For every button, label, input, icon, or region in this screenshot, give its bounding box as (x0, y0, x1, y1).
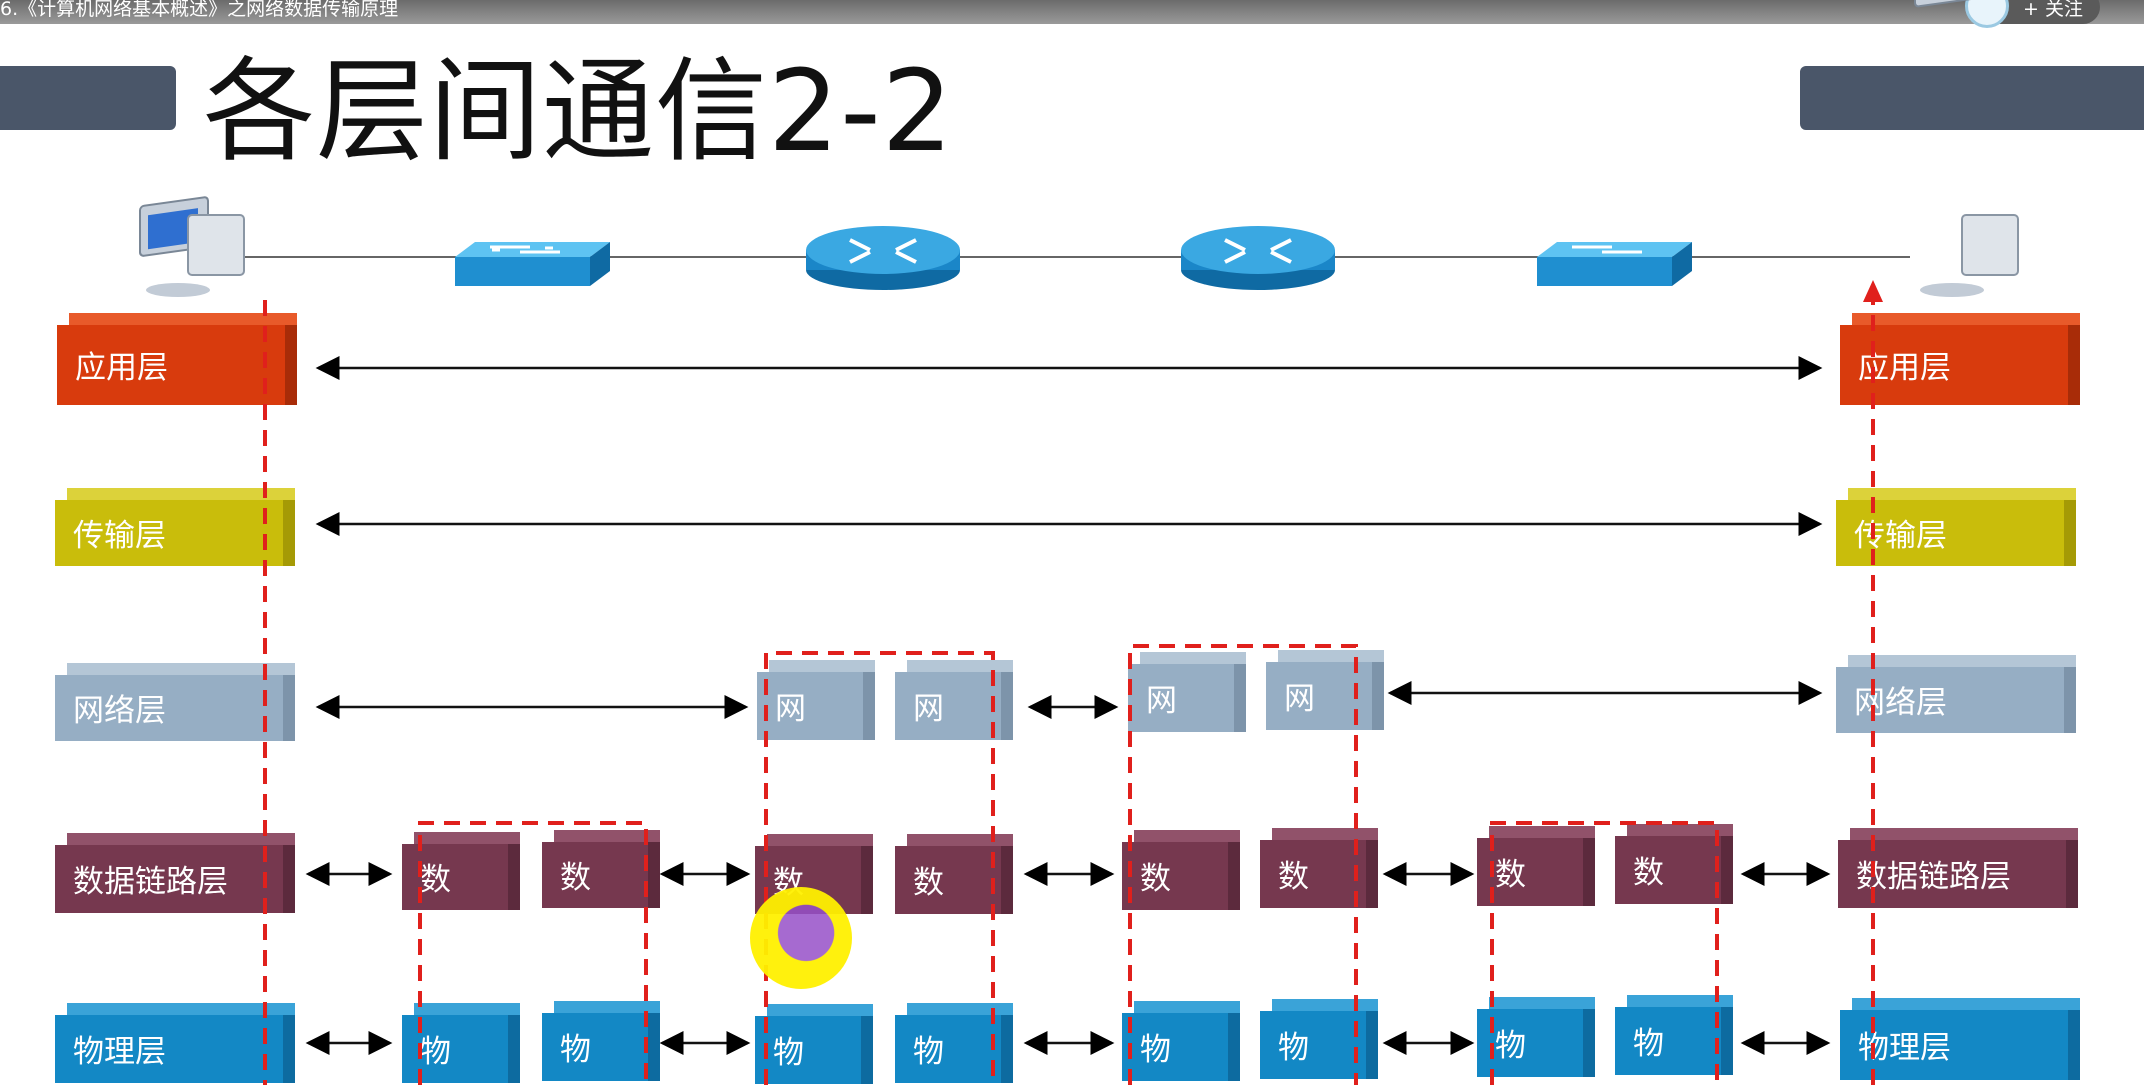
left-network-layer: 网络层 (55, 663, 295, 741)
left-transport-layer: 传输层 (55, 488, 295, 566)
router1-datalink-in: 数 (755, 834, 873, 914)
left-physical-layer: 物理层 (55, 1003, 295, 1083)
router2-physical-out: 物 (1260, 999, 1378, 1079)
layer-label: 网络层 (73, 692, 166, 729)
layer-label: 应用层 (75, 349, 168, 386)
left-datalink-layer: 数据链路层 (55, 833, 295, 913)
pc-icon-right (1914, 0, 2019, 297)
layer-label: 传输层 (73, 517, 166, 554)
layer-label: 数据链路层 (73, 863, 228, 900)
video-title: 6.《计算机网络基本概述》之网络数据传输原理 (0, 0, 399, 20)
follow-label: + 关注 (2023, 0, 2083, 20)
layer-label: 传输层 (1854, 517, 1947, 554)
switch-icon-1 (455, 242, 610, 286)
router1-datalink-out: 数 (895, 834, 1013, 914)
layer-label: 数据链路层 (1856, 858, 2011, 895)
path-switch1 (418, 821, 648, 1085)
pc-icon-left (139, 196, 245, 297)
cursor-highlight (750, 887, 852, 989)
right-network-layer: 网络层 (1836, 655, 2076, 733)
switch1-datalink-out: 数 (542, 830, 660, 908)
slide-title: 各层间通信2-2 (203, 47, 954, 177)
router1-network-out: 网 (895, 660, 1013, 740)
router2-network-in: 网 (1128, 652, 1246, 732)
path-switch2 (1490, 821, 1719, 1085)
header-bar-left (0, 66, 176, 130)
path-router2 (1128, 644, 1358, 1085)
right-datalink-layer: 数据链路层 (1838, 828, 2078, 908)
left-application-layer: 应用层 (57, 313, 297, 405)
switch1-physical-out: 物 (542, 1001, 660, 1081)
switch1-physical-in: 物 (402, 1003, 520, 1083)
router1-network-in: 网 (757, 660, 875, 740)
path-router1 (764, 651, 995, 1085)
right-application-layer: 应用层 (1840, 313, 2080, 405)
switch-icon-2 (1537, 242, 1692, 286)
path-arrowhead (1863, 280, 1883, 302)
header-bar-right (1800, 66, 2144, 130)
layer-label: 物理层 (73, 1033, 166, 1070)
router1-physical-in: 物 (755, 1004, 873, 1084)
switch2-datalink-in: 数 (1477, 826, 1595, 906)
switch2-datalink-out: 数 (1615, 824, 1733, 904)
router1-physical-out: 物 (895, 1003, 1013, 1083)
layer-label: 网络层 (1854, 684, 1947, 721)
right-physical-layer: 物理层 (1840, 998, 2080, 1080)
router2-datalink-out: 数 (1260, 828, 1378, 908)
router-icon-1 (806, 226, 960, 290)
follow-button[interactable]: + 关注 (1965, 0, 2100, 28)
router2-datalink-in: 数 (1122, 830, 1240, 910)
switch2-physical-out: 物 (1615, 995, 1733, 1075)
switch2-physical-in: 物 (1477, 997, 1595, 1077)
router2-physical-in: 物 (1122, 1001, 1240, 1081)
video-overlay-bar: 6.《计算机网络基本概述》之网络数据传输原理 + 关注 (0, 0, 2144, 28)
router-icon-2 (1181, 226, 1335, 290)
